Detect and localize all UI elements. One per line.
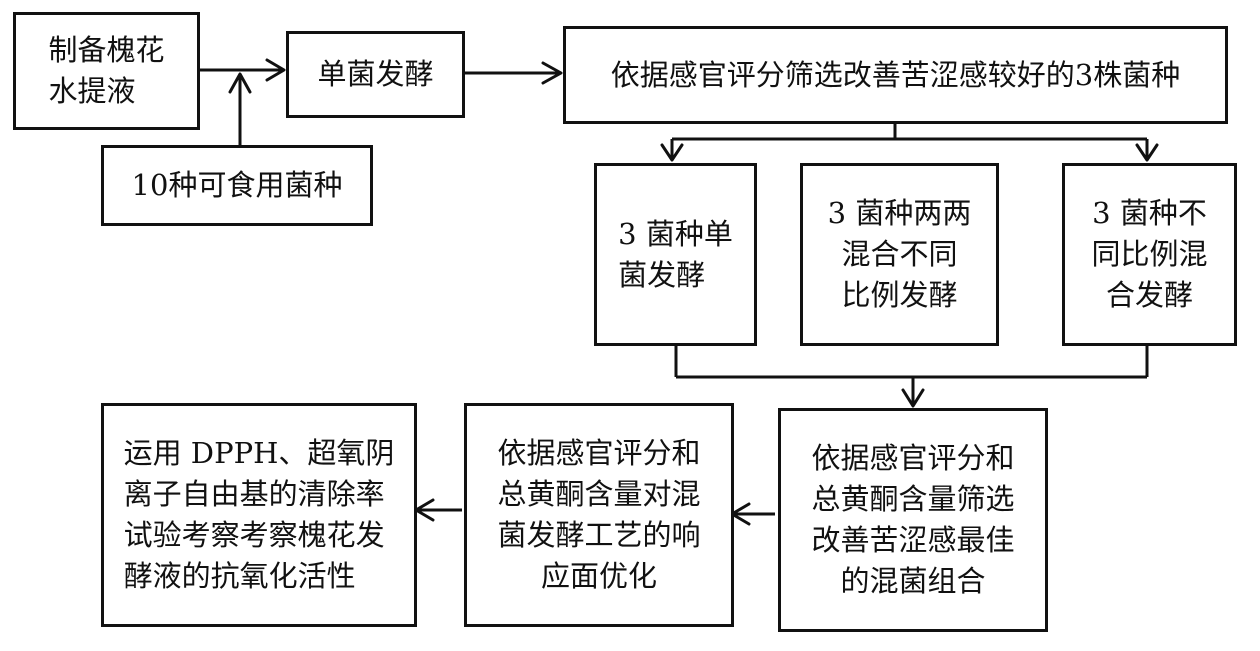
node-screen-three-strains: 依据感官评分筛选改善苦涩感较好的3株菌种 [563,26,1228,124]
node-antioxidant: 运用 DPPH、超氧阴 离子自由基的清除率 试验考察考察槐花发 酵液的抗氧化活性 [101,403,417,627]
split-left-arrowhead [660,143,684,162]
node-response-surface: 依据感官评分和 总黄酮含量对混 菌发酵工艺的响 应面优化 [464,403,734,627]
node-single-fermentation: 单菌发酵 [286,31,465,118]
arrowhead-strains-up [228,72,252,94]
node-screen-three-strains-label: 依据感官评分筛选改善苦涩感较好的3株菌种 [610,57,1181,92]
merge-arrowhead [901,388,925,408]
node-three-ratio-mix: 3 菌种不 同比例混 合发酵 [1062,163,1237,346]
node-three-pairwise: 3 菌种两两 混合不同 比例发酵 [800,163,999,346]
node-three-single: 3 菌种单 菌发酵 [594,163,757,346]
node-edible-strains: 10种可食用菌种 [101,145,373,226]
node-single-fermentation-label: 单菌发酵 [317,57,434,91]
node-edible-strains-label: 10种可食用菌种 [131,168,343,202]
node-three-pairwise-label: 3 菌种两两 混合不同 比例发酵 [827,196,972,312]
node-antioxidant-label: 运用 DPPH、超氧阴 离子自由基的清除率 试验考察考察槐花发 酵液的抗氧化活性 [123,436,395,593]
arrowhead-extract-to-fermentation [265,58,286,82]
node-three-ratio-mix-label: 3 菌种不 同比例混 合发酵 [1091,196,1208,312]
split-right-arrowhead [1135,143,1159,162]
node-best-combination: 依据感官评分和 总黄酮含量筛选 改善苦涩感最佳 的混菌组合 [778,408,1048,632]
node-best-combination-label: 依据感官评分和 总黄酮含量筛选 改善苦涩感最佳 的混菌组合 [811,441,1015,598]
node-prepare-extract: 制备槐花 水提液 [13,12,200,130]
node-prepare-extract-label: 制备槐花 水提液 [48,33,165,108]
node-response-surface-label: 依据感官评分和 总黄酮含量对混 菌发酵工艺的响 应面优化 [497,436,701,593]
node-three-single-label: 3 菌种单 菌发酵 [618,216,733,292]
arrowhead-fermentation-to-screen [541,61,563,85]
